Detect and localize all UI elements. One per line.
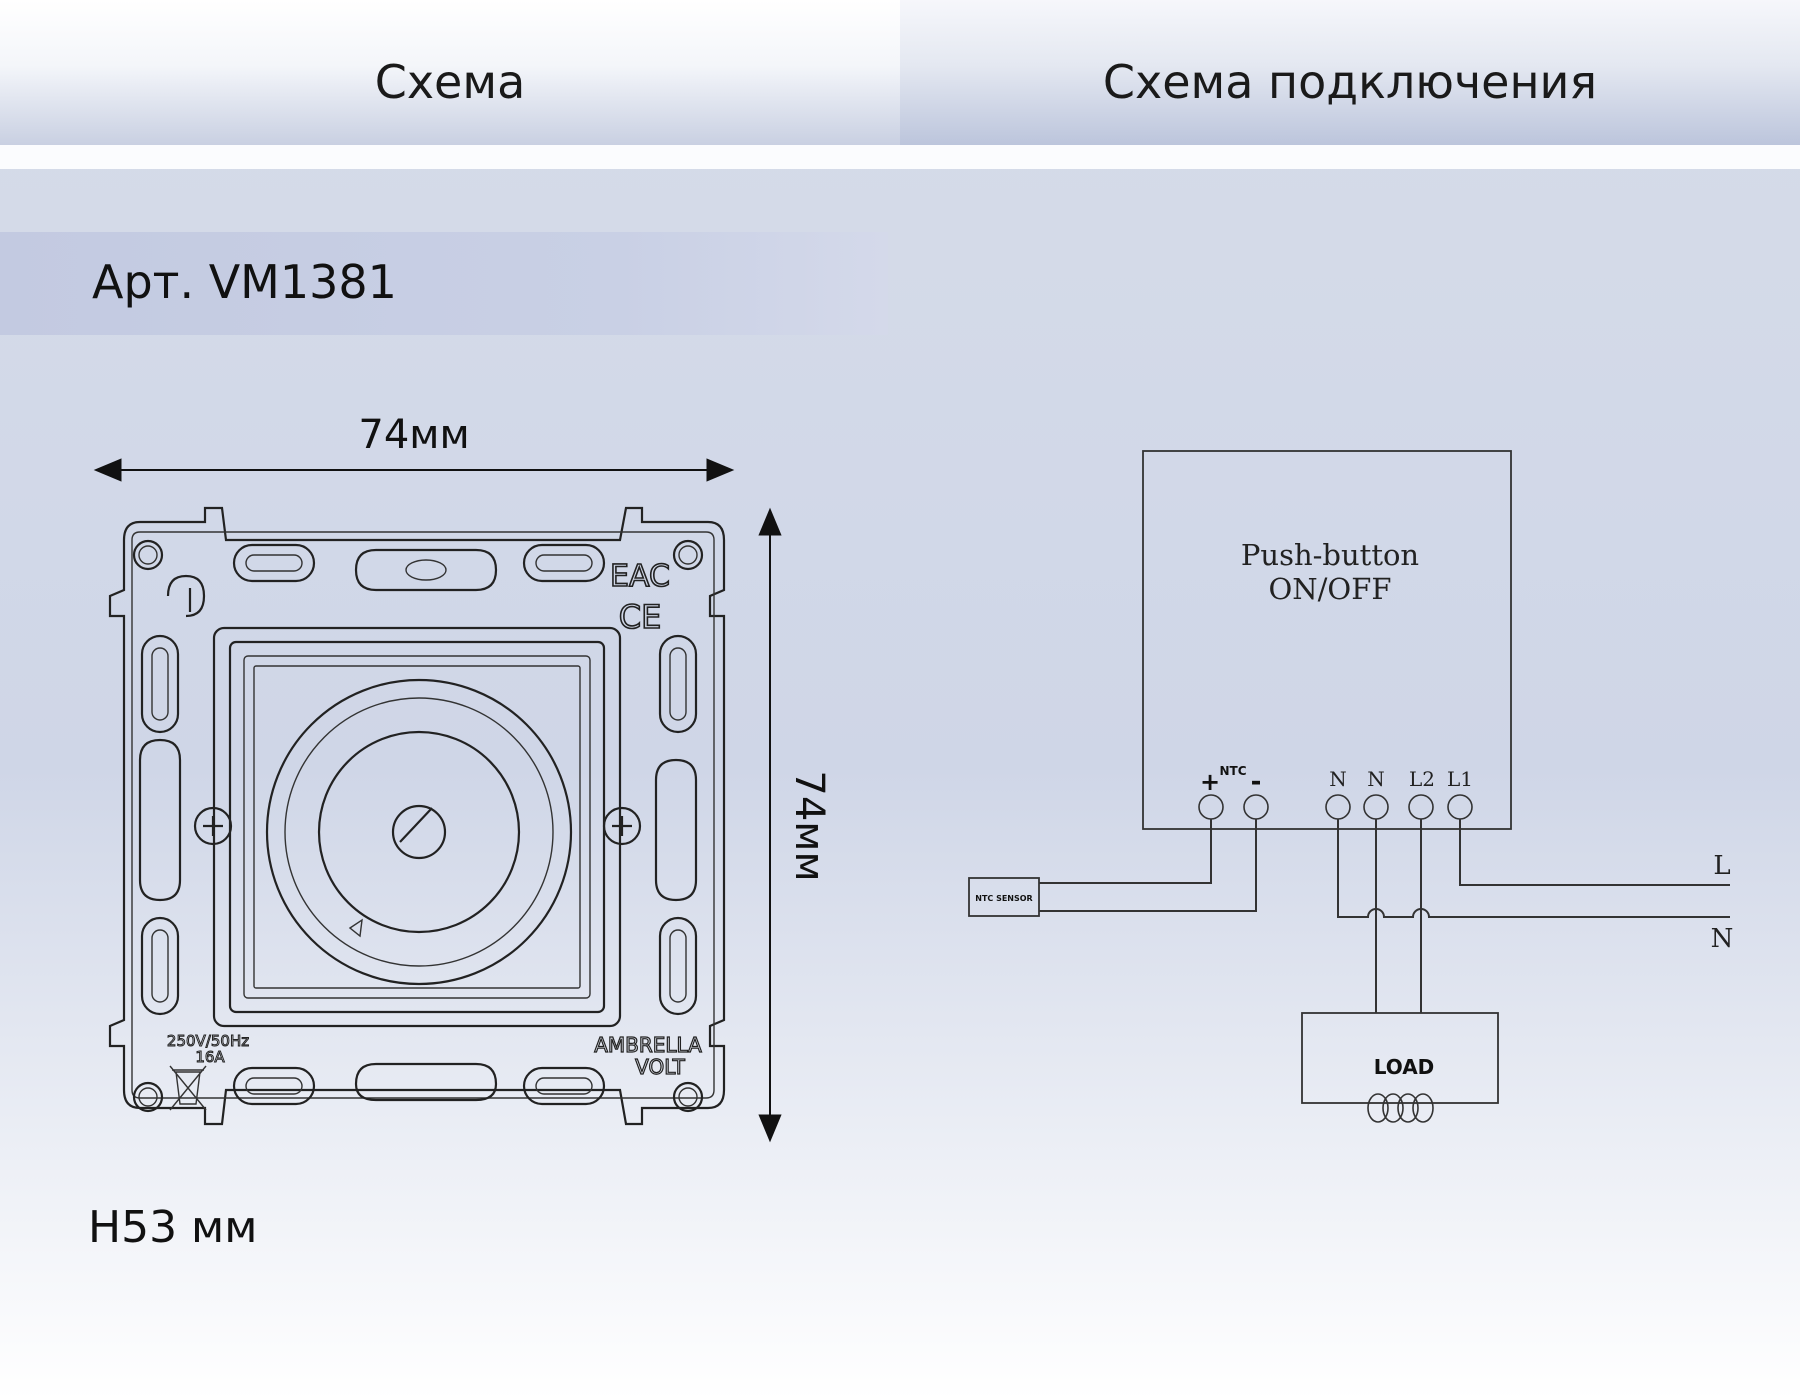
header-right-panel (900, 0, 1800, 145)
terminal-plus-label: + (1200, 768, 1220, 796)
ntc-sensor (968, 877, 1040, 917)
module-title-2: ON/OFF (1269, 572, 1392, 606)
sensor-wire-plus (1039, 819, 1212, 884)
terminal-minus (1243, 794, 1269, 820)
terminal-n2 (1363, 794, 1389, 820)
mounting-frame (108, 506, 726, 1126)
eac-mark: EAC (610, 559, 670, 594)
terminal-plus (1198, 794, 1224, 820)
device-drawing (108, 506, 726, 1126)
brand-line-2: VOLT (635, 1055, 685, 1079)
article-number: Арт. VM1381 (92, 255, 397, 309)
bin-icon (169, 1065, 207, 1111)
depth-dimension: H53 мм (88, 1202, 258, 1253)
line-l-label: L (1713, 851, 1730, 881)
terminal-n1-label: N (1329, 767, 1347, 791)
wire-l1 (1459, 819, 1730, 886)
rating-line-1: 250V/50Hz (167, 1032, 249, 1050)
left-section-title: Схема (374, 55, 526, 109)
height-dimension: 74мм (758, 507, 832, 1143)
brand-line-1: AMBRELLA (594, 1033, 702, 1057)
ntc-sensor-label: NTC SENSOR (975, 894, 1032, 903)
header-divider (0, 145, 1800, 169)
terminal-n2-label: N (1367, 767, 1385, 791)
article-band (0, 232, 888, 335)
width-dimension-label: 74мм (358, 412, 469, 458)
terminal-l1 (1447, 794, 1473, 820)
sensor-wire-minus (1039, 819, 1257, 912)
module-title-1: Push-button (1241, 538, 1419, 572)
control-module (1142, 450, 1512, 830)
terminal-minus-label: - (1251, 767, 1262, 797)
right-section-title: Схема подключения (1102, 55, 1598, 109)
terminal-l1-label: L1 (1447, 767, 1473, 791)
terminal-l2-label: L2 (1409, 767, 1435, 791)
line-n-label: N (1711, 924, 1734, 954)
terminal-ntc-label: NTC (1219, 764, 1246, 778)
coil-icon (1367, 1093, 1434, 1123)
load-box (1301, 1012, 1499, 1104)
terminal-n1 (1325, 794, 1351, 820)
wire-n1 (1337, 819, 1730, 918)
terminal-l2 (1408, 794, 1434, 820)
load-label: LOAD (1374, 1055, 1435, 1079)
wiring-diagram: Push-button ON/OFF + NTC - N N L2 L1 NTC… (968, 450, 1734, 1123)
width-dimension: 74мм (93, 412, 735, 482)
ce-mark: CE (619, 598, 662, 636)
height-dimension-label: 74мм (786, 770, 832, 881)
rating-line-2: 16A (195, 1048, 225, 1066)
